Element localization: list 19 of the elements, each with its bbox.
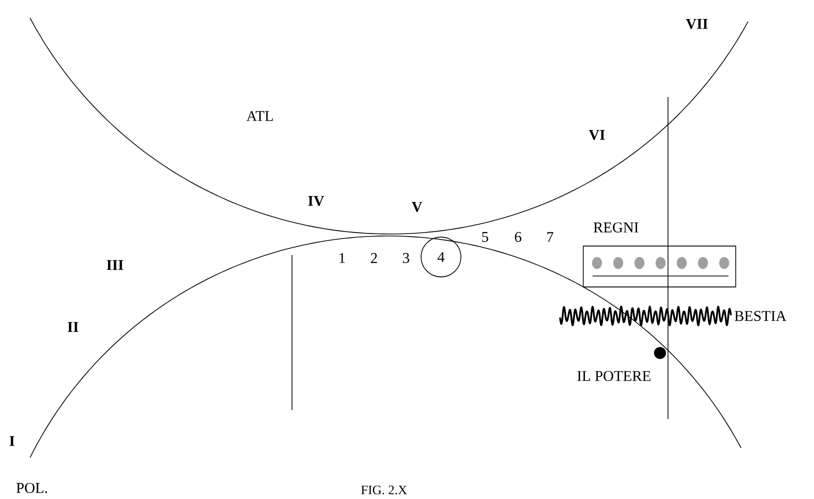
text-label: 2 bbox=[370, 253, 377, 263]
roman-numeral: IV bbox=[308, 196, 324, 206]
roman-numeral: III bbox=[106, 260, 124, 270]
roman-numeral: VII bbox=[686, 19, 708, 29]
heading-text: REGNI bbox=[594, 222, 638, 232]
text-label: 1 bbox=[340, 253, 345, 263]
roman-numeral: VI bbox=[588, 130, 605, 140]
text-label: 6 bbox=[514, 232, 522, 242]
roman-numeral: II bbox=[68, 322, 78, 332]
text-label: BESTIA bbox=[734, 310, 786, 321]
text-label: 7 bbox=[547, 232, 554, 242]
text-label: ATL bbox=[246, 111, 273, 121]
roman-numeral: I bbox=[10, 436, 14, 446]
text-label: 5 bbox=[482, 232, 488, 242]
caption: FIG. 2.X bbox=[361, 486, 407, 494]
circled-number: 4 bbox=[420, 236, 462, 278]
text-label: IL POTERE bbox=[577, 370, 650, 381]
roman-numeral: V bbox=[412, 202, 422, 212]
text-label: POL. bbox=[16, 482, 47, 494]
